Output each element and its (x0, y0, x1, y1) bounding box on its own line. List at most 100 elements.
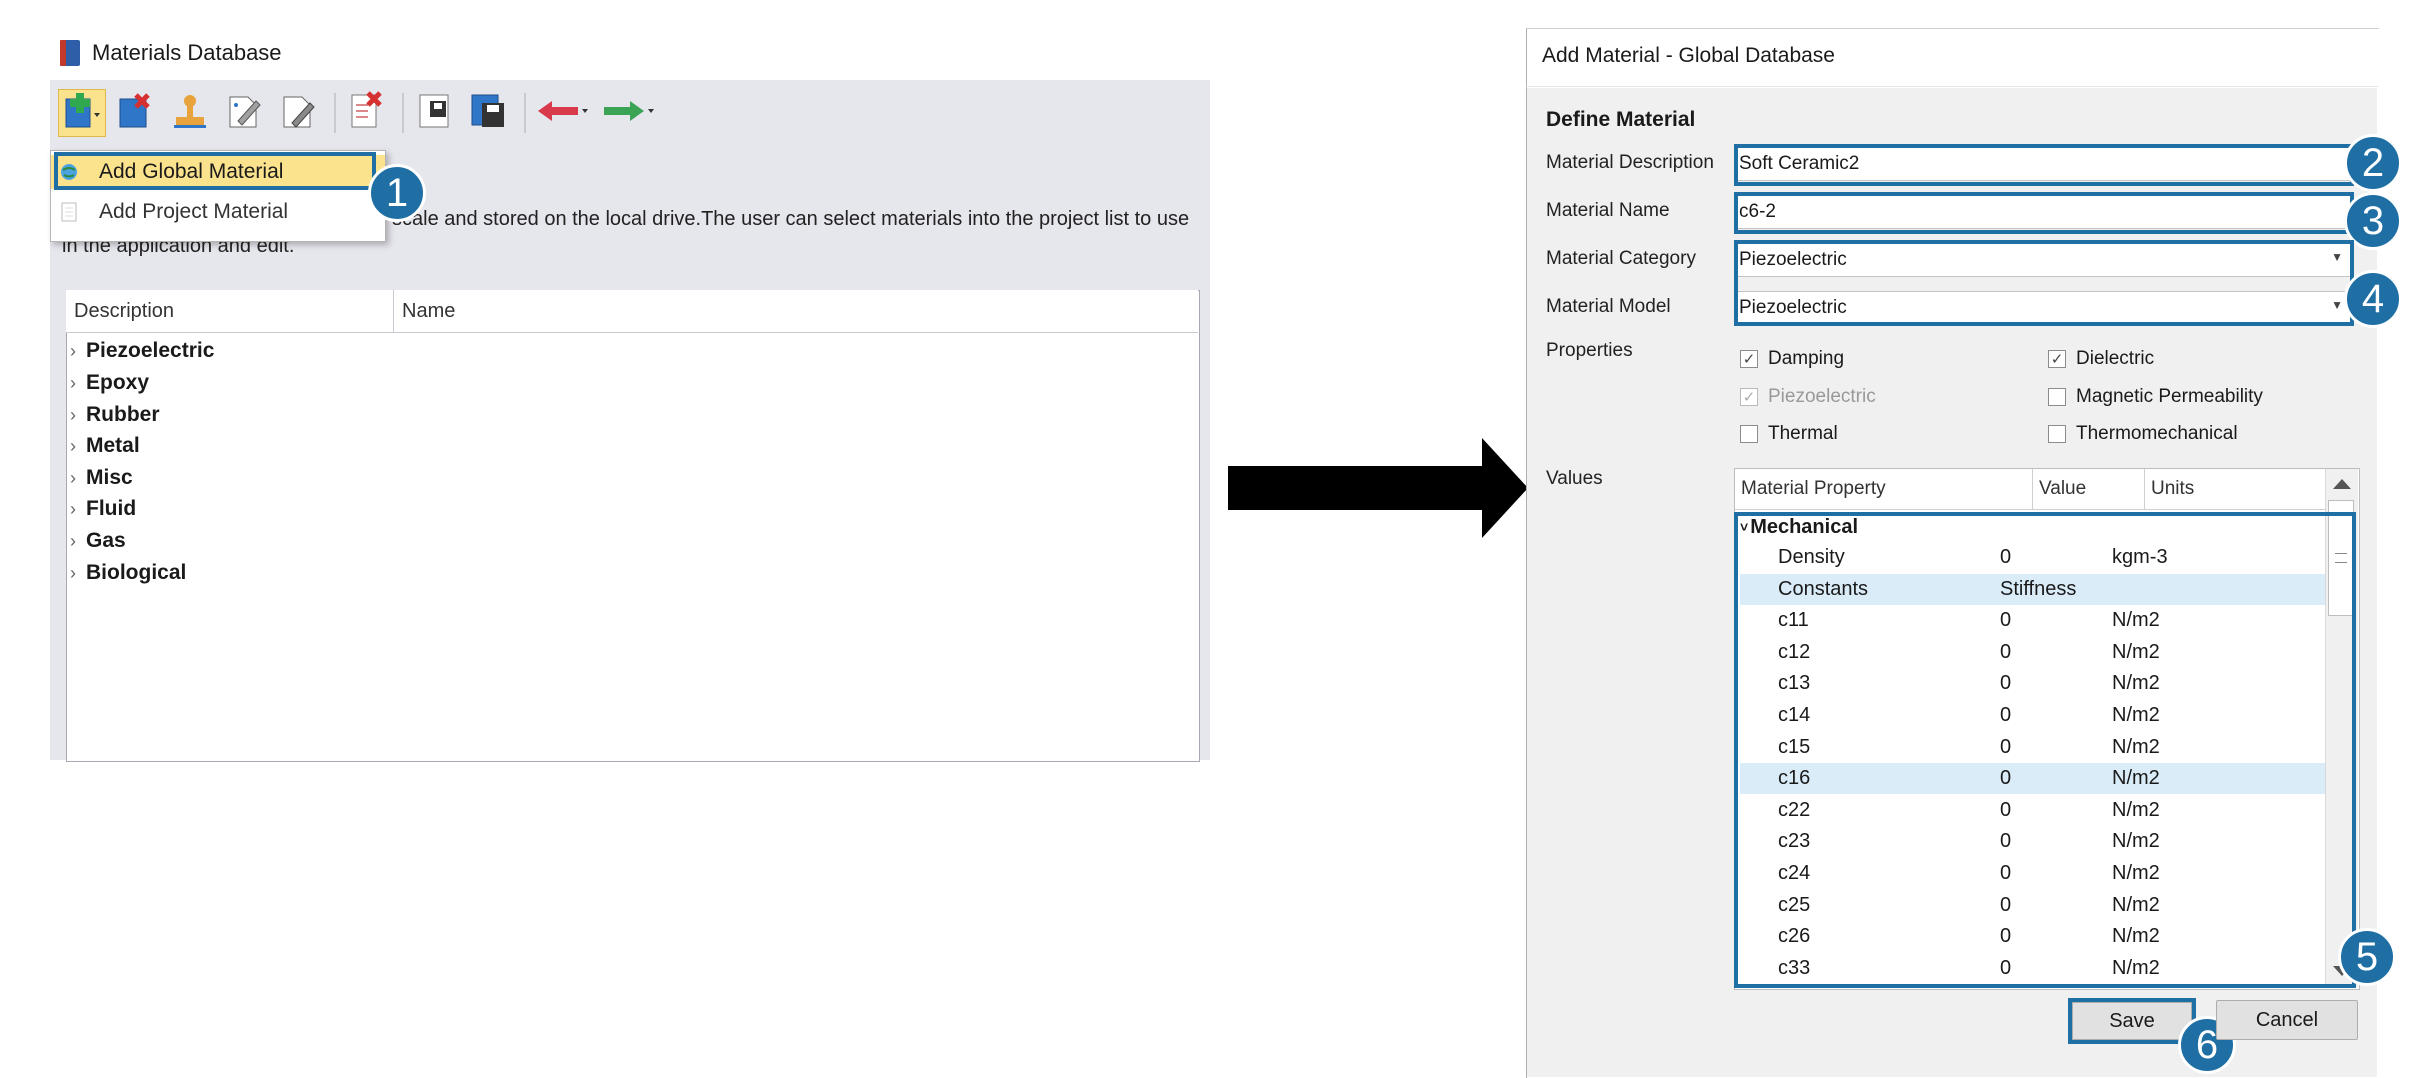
globe-icon (59, 162, 79, 182)
cell-name: c16 (1778, 767, 1811, 789)
remove-list-button[interactable] (342, 89, 390, 137)
save-button-toolbar[interactable] (410, 89, 458, 137)
tree-row-category[interactable]: › Misc (70, 463, 133, 493)
save-button[interactable]: Save (2072, 1002, 2192, 1040)
tree-group-mechanical[interactable]: ˅ Mechanical (1740, 512, 1858, 542)
checkbox-label: Thermal (1768, 423, 1838, 444)
tree-row-label: Metal (86, 434, 140, 457)
checkbox-box (2048, 388, 2066, 406)
cell-units: N/m2 (2112, 736, 2160, 758)
checkbox-magnetic-permeability[interactable]: Magnetic Permeability (2048, 386, 2263, 408)
column-header-name[interactable]: Name (402, 299, 456, 322)
menu-item-add-project-material[interactable]: Add Project Material (51, 195, 385, 229)
material-description-input[interactable]: Soft Ceramic2 (1736, 147, 2352, 181)
add-material-button[interactable] (58, 89, 106, 137)
forward-button[interactable] (598, 89, 658, 137)
delete-material-button[interactable] (112, 89, 160, 137)
tree-row-category[interactable]: ›Piezoelectric (70, 336, 214, 366)
tree-row-category[interactable]: ›Gas (70, 526, 126, 556)
cell-value: 0 (2000, 767, 2012, 789)
tree-row-label: Epoxy (86, 371, 150, 394)
checkbox-dielectric[interactable]: ✓Dielectric (2048, 348, 2154, 370)
group-label: Mechanical (1750, 515, 1859, 538)
section-header: Define Material (1546, 108, 1696, 131)
checkbox-damping[interactable]: ✓Damping (1740, 348, 1844, 370)
right-arrow-icon (1228, 438, 1528, 543)
material-category-select[interactable]: Piezoelectric▼ (1736, 243, 2352, 277)
cell-value: 0 (2000, 925, 2012, 947)
column-header-value[interactable]: Value (2033, 469, 2145, 509)
checkbox-box (2048, 425, 2066, 443)
cell-units: N/m2 (2112, 799, 2160, 821)
column-header-units[interactable]: Units (2151, 478, 2195, 499)
cell-value: 0 (2000, 672, 2012, 694)
column-header-description[interactable]: Description (66, 290, 394, 332)
tree-row-label: Misc (86, 466, 133, 489)
tree-row-category[interactable]: › Metal (70, 431, 140, 461)
scroll-thumb[interactable] (2328, 500, 2354, 616)
cell-value: 0 (2000, 894, 2012, 916)
checkmark-icon: ✓ (1740, 388, 1758, 406)
chevron-right-icon: › (70, 562, 76, 583)
label-properties: Properties (1546, 340, 1633, 361)
cell-units: N/m2 (2112, 925, 2160, 947)
chevron-right-icon: › (70, 467, 76, 488)
tree-row-label: Fluid (86, 497, 137, 520)
cell-name: c22 (1778, 799, 1811, 821)
tree-row-category[interactable]: ›Biological (70, 558, 186, 588)
column-header-material-property[interactable]: Material Property (1735, 469, 2033, 509)
chevron-right-icon: › (70, 498, 76, 519)
edit-button[interactable] (274, 89, 322, 137)
stamp-button[interactable] (166, 89, 214, 137)
cell-name: c13 (1778, 672, 1811, 694)
tree-row-category[interactable]: ›Rubber (70, 400, 160, 430)
checkbox-thermal[interactable]: Thermal (1740, 423, 1838, 445)
label-material-description: Material Description (1546, 152, 1714, 173)
cell-name: c15 (1778, 736, 1811, 758)
cell-value: 0 (2000, 641, 2012, 663)
save-icon (414, 91, 454, 136)
edit-notes-button[interactable] (220, 89, 268, 137)
cell-name: Constants (1778, 578, 1869, 600)
label-material-name: Material Name (1546, 200, 1670, 221)
stamp-icon (170, 91, 210, 136)
tree-row-category[interactable]: ›Epoxy (70, 368, 149, 398)
tree-row-category[interactable]: › Fluid (70, 494, 136, 524)
info-text: scale and stored on the local drive.The … (392, 208, 1190, 230)
callout-badge: 3 (2344, 192, 2402, 250)
material-name-input[interactable]: c6-2 (1736, 195, 2352, 229)
tree-row-label: Piezoelectric (86, 339, 215, 362)
menu-item-label: Add Global Material (99, 160, 284, 183)
database-book-icon (58, 39, 82, 67)
menu-item-label: Add Project Material (99, 200, 289, 223)
cell-value: 0 (2000, 830, 2012, 852)
window-title-text: Materials Database (92, 40, 282, 65)
chevron-right-icon: › (70, 435, 76, 456)
scroll-up-icon[interactable] (2333, 479, 2351, 489)
cell-units: N/m2 (2112, 641, 2160, 663)
materials-tree (66, 290, 1200, 762)
cancel-button[interactable]: Cancel (2216, 1000, 2358, 1040)
checkbox-thermomechanical[interactable]: Thermomechanical (2048, 423, 2238, 445)
checkbox-piezoelectric: ✓Piezoelectric (1740, 386, 1876, 408)
back-button[interactable] (532, 89, 592, 137)
save-as-button[interactable] (464, 89, 512, 137)
material-model-select[interactable]: Piezoelectric▼ (1736, 291, 2352, 325)
values-table-header: Material Property Value Units (1735, 469, 2325, 510)
menu-item-add-global-material[interactable]: Add Global Material (51, 155, 385, 189)
cell-name: c11 (1778, 609, 1809, 631)
